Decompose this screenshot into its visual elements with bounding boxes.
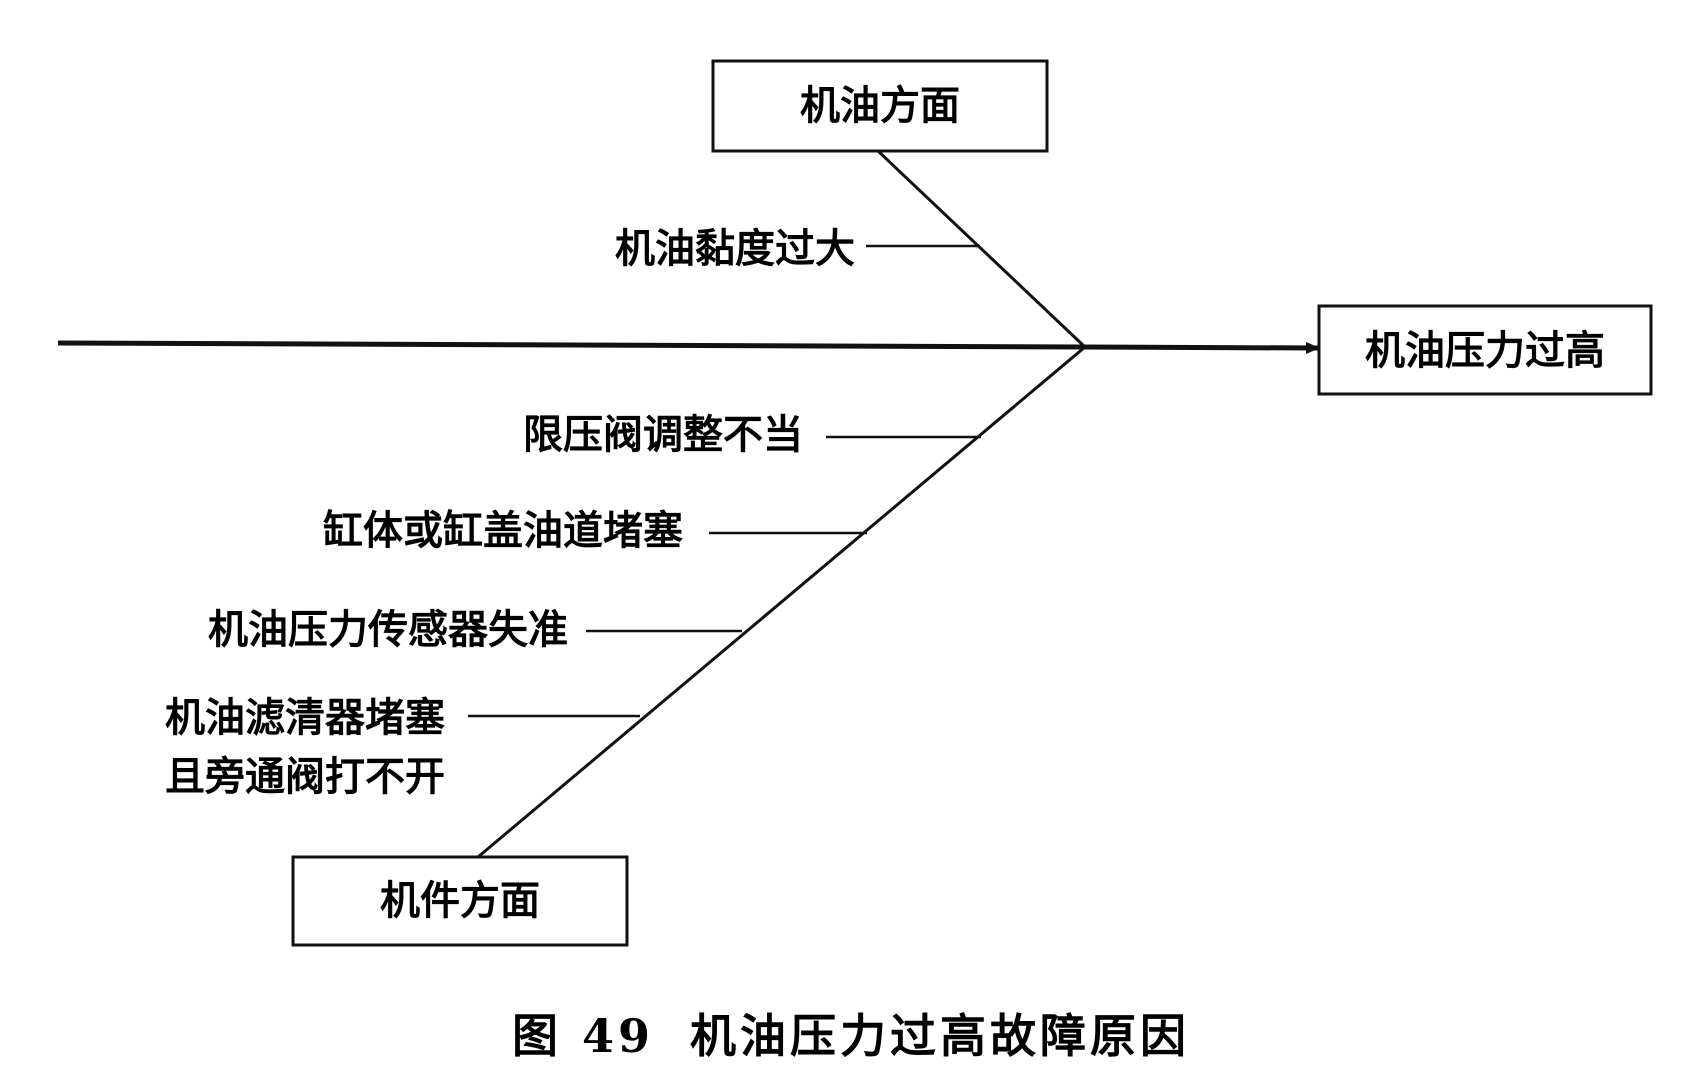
bottom-cause-label-4b: 且旁通阀打不开 <box>165 754 445 800</box>
category-box-bottom: 机件方面 <box>291 855 629 947</box>
bottom-cause-label-1: 限压阀调整不当 <box>523 412 803 458</box>
bottom-cause-label-2: 缸体或缸盖油道堵塞 <box>323 508 683 554</box>
bottom-bone <box>477 345 1086 859</box>
top-bone <box>876 149 1087 349</box>
category-box-top: 机油方面 <box>711 59 1049 153</box>
main-spine-arrow <box>57 340 1320 354</box>
bottom-cause-label-3: 机油压力传感器失准 <box>208 607 568 653</box>
bottom-cause-label-4a: 机油滤清器堵塞 <box>165 695 445 741</box>
effect-box: 机油压力过高 <box>1317 304 1653 396</box>
category-label-bottom: 机件方面 <box>380 878 540 924</box>
figure-title: 机油压力过高故障原因 <box>690 1009 1190 1063</box>
figure-caption: 图 49 机油压力过高故障原因 <box>512 1009 1190 1063</box>
top-cause-label: 机油黏度过大 <box>615 226 855 272</box>
effect-label: 机油压力过高 <box>1365 328 1605 374</box>
category-label-top: 机油方面 <box>800 83 960 129</box>
figure-number: 图 49 <box>512 1009 654 1063</box>
